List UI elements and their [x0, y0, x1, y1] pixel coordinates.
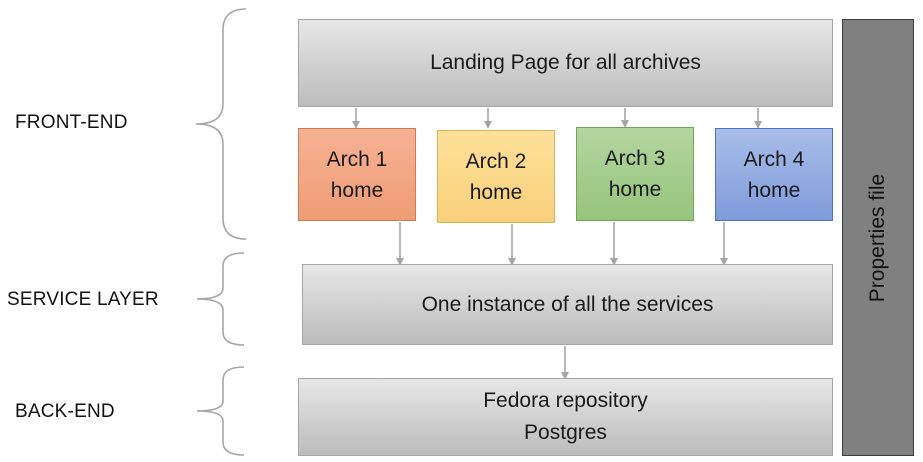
- service-layer-brace: [196, 252, 245, 346]
- front-end-label: FRONT-END: [15, 112, 128, 133]
- back-end-brace: [196, 366, 245, 456]
- arch-1-home-label: Arch 1 home: [326, 147, 388, 202]
- landing-page-label: Landing Page for all archives: [430, 51, 701, 74]
- properties-file-label: Properties file: [866, 173, 889, 302]
- arch-4-home-box: Arch 4 home: [715, 128, 833, 221]
- arch-1-home-box: Arch 1 home: [298, 128, 416, 221]
- properties-file-box: Properties file: [842, 19, 914, 456]
- arch-3-home-label: Arch 3 home: [604, 147, 666, 201]
- backend-label: Fedora repository Postgres: [483, 389, 648, 444]
- arch-3-home-box: Arch 3 home: [576, 127, 694, 221]
- arch-2-home-label: Arch 2 home: [465, 149, 527, 204]
- services-label: One instance of all the services: [421, 292, 714, 316]
- service-layer-label: SERVICE LAYER: [7, 289, 159, 310]
- back-end-label: BACK-END: [15, 401, 115, 422]
- services-box: One instance of all the services: [302, 264, 833, 345]
- arch-4-home-label: Arch 4 home: [743, 147, 805, 202]
- backend-box: Fedora repository Postgres: [298, 378, 833, 456]
- arch-2-home-box: Arch 2 home: [437, 130, 555, 223]
- front-end-brace: [195, 8, 247, 240]
- landing-page-box: Landing Page for all archives: [298, 19, 833, 107]
